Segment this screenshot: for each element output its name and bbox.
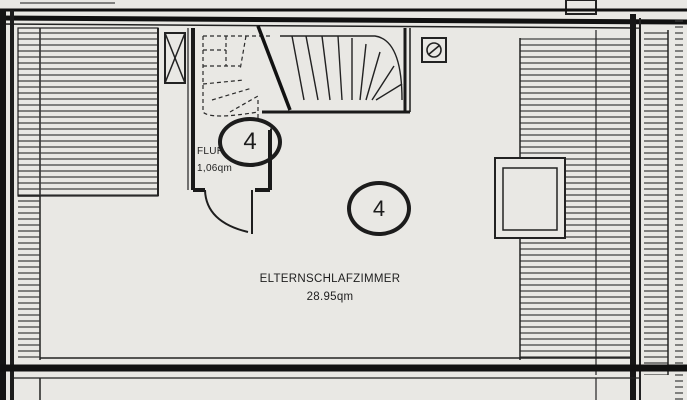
- stair-arrow: [256, 25, 292, 111]
- main-room-number-text: 4: [372, 195, 386, 221]
- door-swing: [204, 189, 249, 233]
- top-right-box: [565, 0, 597, 15]
- left-lower-hatch: [18, 196, 40, 360]
- main-room-name-label: ELTERNSCHLAFZIMMER: [259, 273, 401, 285]
- left-wall-inner: [10, 10, 14, 400]
- hallway-name-label: FLUR: [197, 146, 225, 157]
- left-wall-outer: [0, 10, 6, 400]
- top-wall-line: [0, 23, 641, 29]
- right-outer-hatch: [644, 30, 668, 375]
- vent-box: [164, 32, 186, 84]
- top-hatch-left: [20, 0, 115, 6]
- main-room-area-label: 28.95qm: [306, 291, 354, 303]
- hallway-room-number: 4: [218, 117, 282, 167]
- stair-treads: [280, 35, 403, 101]
- hallway-room-number-text: 4: [243, 128, 257, 155]
- utility-box: [421, 37, 447, 63]
- skylight-pane: [502, 167, 558, 231]
- hallway-area-label: 1,06qm: [197, 163, 233, 174]
- main-room-number: 4: [347, 181, 411, 236]
- top-wall-inner: [0, 15, 687, 25]
- left-slope-hatch: [18, 28, 158, 196]
- right-wall: [630, 14, 636, 400]
